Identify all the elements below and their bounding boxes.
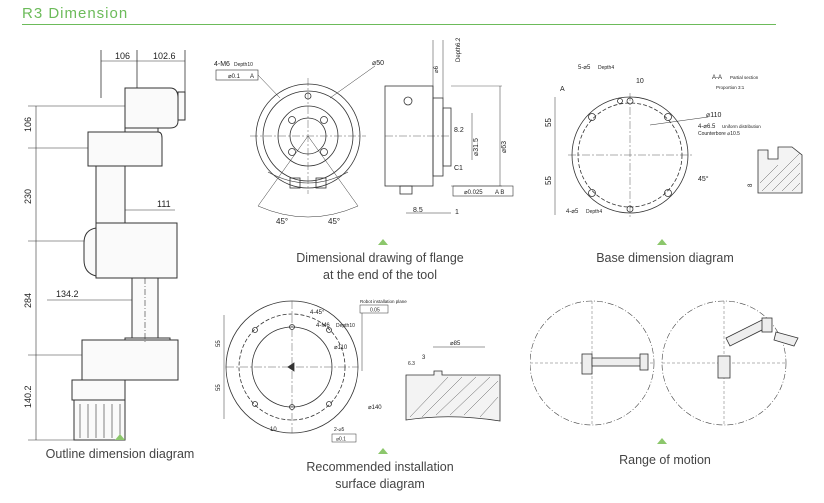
dim-top-2: 102.6 xyxy=(153,51,176,61)
install-caption-line1: Recommended installation xyxy=(306,460,454,474)
flange-depth-label: ⌀6 xyxy=(434,65,440,73)
install-angle: 4-45° xyxy=(310,310,325,316)
section-title: R3 Dimension xyxy=(22,5,129,22)
base-caption: Base dimension diagram xyxy=(596,251,734,265)
install-caption-marker xyxy=(378,448,388,454)
outline-dimension-panel: 106 102.6 106 230 284 140.2 111 134.2 xyxy=(0,28,210,498)
range-of-motion-panel xyxy=(529,298,820,433)
install-d110: ⌀110 xyxy=(334,345,348,351)
base-hole-note: Uniform distribution xyxy=(722,124,761,129)
flange-angle-2: 45° xyxy=(328,217,340,226)
flange-drawing-panel: 4-M6 Depth10 ⌀0.1 A 45° 45° ⌀50 ⌀6 Depth… xyxy=(210,28,530,233)
base-dimension-drawing: 5-⌀5 Depth4 10 A 55 55 ⌀110 4-⌀6.5 Unifo… xyxy=(544,65,803,217)
base-d55-b: 55 xyxy=(544,176,553,185)
install-caption-line2: surface diagram xyxy=(335,477,425,491)
dim-left-2: 230 xyxy=(23,189,33,204)
base-top-callout: 5-⌀5 xyxy=(578,65,591,71)
base-proportion: Proportion 3:1 xyxy=(716,85,745,90)
base-hole-callout: 4-⌀6.5 xyxy=(698,124,716,130)
install-flat-note: Robot installation plane xyxy=(360,299,407,304)
section-header: R3 Dimension xyxy=(0,0,824,28)
outline-dimension-drawing: 106 102.6 106 230 284 140.2 111 134.2 xyxy=(23,50,186,441)
motion-caption-marker xyxy=(657,438,667,444)
dim-inner-2: 134.2 xyxy=(56,289,79,299)
base-section-note: Partial section xyxy=(730,75,759,80)
base-top-depth: Depth4 xyxy=(598,65,614,71)
flange-tol-b: ⌀0.025 xyxy=(464,190,483,196)
install-surface-panel: 4-45° 4-M6 Depth10 ⌀110 55 55 ⌀140 10 2-… xyxy=(210,295,530,445)
flange-d63: ⌀63 xyxy=(501,141,508,153)
base-d110: ⌀110 xyxy=(706,112,721,119)
dim-left-3: 284 xyxy=(23,293,33,308)
install-d63: 6.3 xyxy=(408,361,415,367)
flange-drawing: 4-M6 Depth10 ⌀0.1 A 45° 45° ⌀50 ⌀6 Depth… xyxy=(214,37,514,226)
flange-caption-line1: Dimensional drawing of flange xyxy=(296,251,464,265)
outline-caption-marker xyxy=(115,434,125,440)
outline-caption: Outline dimension diagram xyxy=(45,447,195,461)
base-angle: 45° xyxy=(698,175,709,183)
install-flat-val: 0.05 xyxy=(370,308,380,314)
flange-d85: 8.5 xyxy=(413,207,423,214)
install-tol: ⌀0.1 xyxy=(336,437,346,443)
install-pin-callout: 2-⌀5 xyxy=(334,427,344,433)
range-of-motion-drawing xyxy=(529,300,799,426)
base-caption-marker xyxy=(657,239,667,245)
base-d8: 8 xyxy=(748,183,754,187)
install-caption: Recommended installation surface diagram xyxy=(250,459,510,493)
install-surface-drawing: 4-45° 4-M6 Depth10 ⌀110 55 55 ⌀140 10 2-… xyxy=(216,299,501,443)
dim-left-4: 140.2 xyxy=(23,385,33,408)
install-d140: ⌀140 xyxy=(368,405,382,411)
base-bottom-callout: 4-⌀5 xyxy=(566,209,579,215)
motion-caption: Range of motion xyxy=(619,453,711,467)
base-dimension-panel: 5-⌀5 Depth4 10 A 55 55 ⌀110 4-⌀6.5 Unifo… xyxy=(530,55,820,235)
flange-caption-line2: at the end of the tool xyxy=(323,268,437,282)
flange-tol-b-ref: A B xyxy=(495,190,504,196)
flange-angle-1: 45° xyxy=(276,217,288,226)
base-counterbore: Counterbore ⌀10.5 xyxy=(698,131,740,137)
base-section: A-A xyxy=(712,75,722,81)
flange-d1: 1 xyxy=(455,209,459,216)
install-d85: ⌀85 xyxy=(450,341,461,347)
base-d10: 10 xyxy=(636,78,644,85)
base-d55-a: 55 xyxy=(544,118,553,127)
install-d3: 3 xyxy=(422,355,426,361)
flange-d315: ⌀31.5 xyxy=(473,138,480,156)
install-callout: 4-M6 xyxy=(316,323,330,329)
flange-callout-depth: Depth10 xyxy=(234,62,253,68)
install-d55-a: 55 xyxy=(216,340,222,347)
header-divider xyxy=(22,24,776,25)
flange-dia50: ⌀50 xyxy=(372,60,384,67)
flange-d82: 8.2 xyxy=(454,127,464,134)
flange-callout: 4-M6 xyxy=(214,61,230,68)
install-d10: 10 xyxy=(270,427,277,433)
flange-tol-a: ⌀0.1 xyxy=(228,74,241,80)
base-bottom-depth: Depth4 xyxy=(586,209,602,215)
flange-caption: Dimensional drawing of flange at the end… xyxy=(250,250,510,284)
install-callout-depth: Depth10 xyxy=(336,323,355,329)
install-d55-b: 55 xyxy=(216,384,222,391)
dim-top-1: 106 xyxy=(115,51,130,61)
flange-caption-marker xyxy=(378,239,388,245)
flange-depth-val: Depth6.2 xyxy=(456,37,462,62)
dim-left-1: 106 xyxy=(23,117,33,132)
dim-inner-1: 111 xyxy=(157,199,171,209)
flange-c1: C1 xyxy=(454,165,463,172)
base-label-a: A xyxy=(560,86,565,93)
flange-tol-a-ref: A xyxy=(250,74,254,80)
